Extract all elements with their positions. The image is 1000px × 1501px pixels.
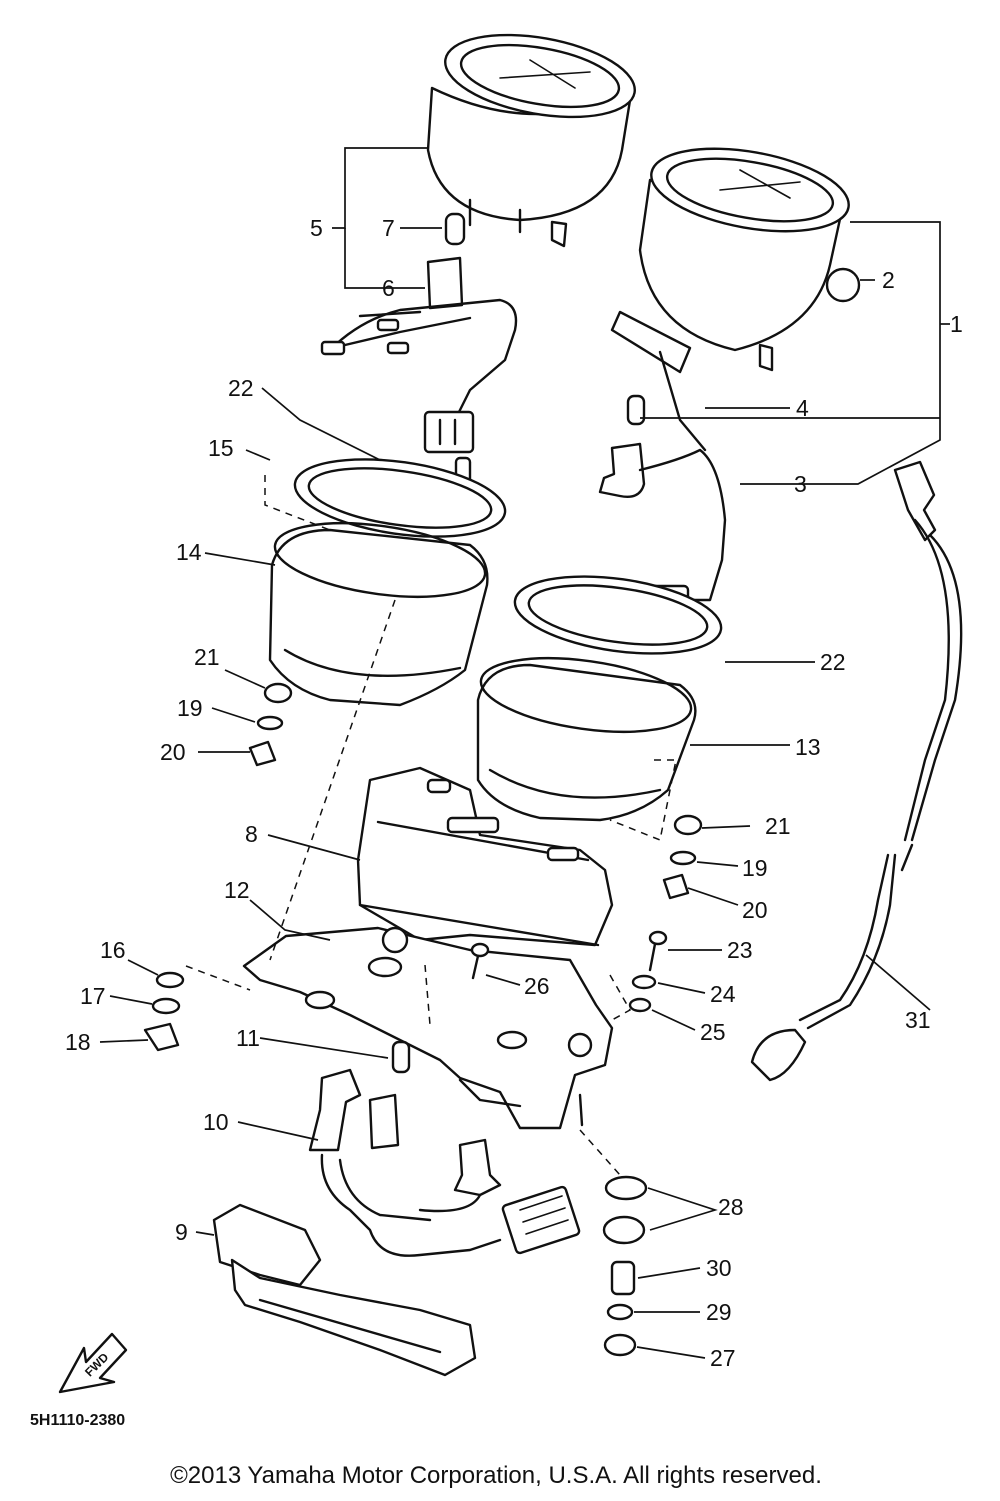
copyright-notice: ©2013 Yamaha Motor Corporation, U.S.A. A… xyxy=(170,1462,822,1489)
callout-30: 30 xyxy=(706,1255,732,1281)
hardware-left-21-19-20 xyxy=(248,682,293,767)
callout-17: 17 xyxy=(80,983,106,1009)
callout-12: 12 xyxy=(224,877,250,903)
hardware-right-23-24-25-26 xyxy=(470,930,668,1013)
meter-cable xyxy=(750,460,963,1082)
callout-20-left: 20 xyxy=(160,739,186,765)
callout-21-right: 21 xyxy=(765,813,791,839)
callout-23: 23 xyxy=(727,937,753,963)
callout-14: 14 xyxy=(176,539,202,565)
callout-5: 5 xyxy=(310,215,323,241)
callout-16: 16 xyxy=(100,937,126,963)
callout-1: 1 xyxy=(950,311,963,337)
callout-29: 29 xyxy=(706,1299,732,1325)
callout-10: 10 xyxy=(203,1109,229,1135)
callout-3: 3 xyxy=(794,471,807,497)
callout-labels: 1 2 3 4 5 6 7 8 9 10 11 12 13 14 15 16 1… xyxy=(65,215,963,1371)
callout-9: 9 xyxy=(175,1219,188,1245)
callout-22-left: 22 xyxy=(228,375,254,401)
indicator-harness xyxy=(308,1040,581,1257)
diagram-code: 5H1110-2380 xyxy=(30,1412,125,1429)
callout-2: 2 xyxy=(882,267,895,293)
callout-7: 7 xyxy=(382,215,395,241)
meter-socket-left xyxy=(320,212,518,494)
lower-cover xyxy=(212,1203,477,1377)
meter-case-left xyxy=(268,458,507,707)
callout-21-left: 21 xyxy=(194,644,220,670)
callout-25: 25 xyxy=(700,1019,726,1045)
callout-13: 13 xyxy=(795,734,821,760)
callout-26: 26 xyxy=(524,973,550,999)
callout-20-right: 20 xyxy=(742,897,768,923)
leader-lines xyxy=(99,147,950,1359)
fwd-arrow-icon: FWD xyxy=(58,1332,128,1394)
callout-24: 24 xyxy=(710,981,736,1007)
meter-assembly-left xyxy=(426,33,636,248)
callout-19-left: 19 xyxy=(177,695,203,721)
meter-case-right xyxy=(476,575,723,822)
hardware-right-21-19-20 xyxy=(662,814,703,900)
callout-27: 27 xyxy=(710,1345,736,1371)
callout-8: 8 xyxy=(245,821,258,847)
callout-19-right: 19 xyxy=(742,855,768,881)
callout-4: 4 xyxy=(796,395,809,421)
callout-28: 28 xyxy=(718,1194,744,1220)
callout-6: 6 xyxy=(382,275,395,301)
callout-11: 11 xyxy=(236,1025,260,1051)
callout-15: 15 xyxy=(208,435,234,461)
callout-18: 18 xyxy=(65,1029,91,1055)
mount-stack-right xyxy=(578,1093,648,1357)
callout-22-right: 22 xyxy=(820,649,846,675)
meter-bracket xyxy=(242,926,614,1130)
callout-31: 31 xyxy=(905,1007,931,1033)
hardware-left-16-17-18 xyxy=(143,971,185,1052)
alignment-lines xyxy=(185,475,677,1176)
meter-assembly-right xyxy=(610,147,861,374)
